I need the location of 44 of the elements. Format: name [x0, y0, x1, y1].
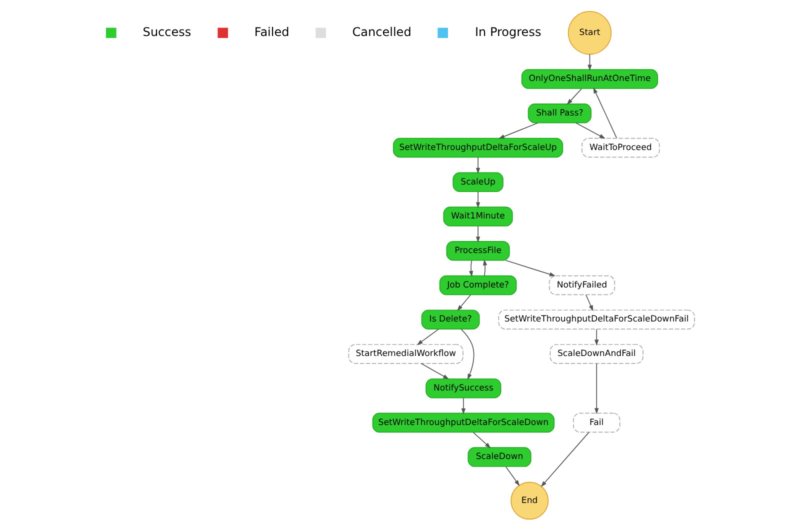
arrow — [475, 191, 480, 208]
node-box: Fail — [572, 412, 620, 433]
node-box: NotifyFailed — [548, 275, 615, 296]
legend-label: In Progress — [474, 25, 541, 40]
node-circle: Start — [567, 10, 612, 55]
arrow — [504, 466, 520, 486]
arrow — [587, 54, 592, 71]
node-box: Shall Pass? — [527, 104, 591, 124]
arrow — [460, 398, 466, 414]
legend-label: Failed — [254, 25, 289, 40]
arrow — [585, 294, 593, 312]
arrow — [472, 432, 490, 448]
arrow — [420, 363, 449, 380]
arrow — [482, 259, 487, 276]
arrow — [504, 260, 556, 276]
arrow — [575, 122, 605, 139]
arrow — [475, 157, 480, 174]
node-box: SetWriteThroughputDeltaForScaleDownFail — [498, 310, 694, 330]
node-box: SetWriteThroughputDeltaForScaleUp — [392, 138, 563, 158]
arrow — [475, 226, 480, 243]
arrow — [498, 122, 538, 139]
node-box: Is Delete? — [420, 310, 480, 330]
node-box: ProcessFile — [446, 240, 510, 261]
arrow — [594, 328, 598, 346]
node-box: ScaleDownAndFail — [549, 344, 643, 364]
node-box: WaitToProceed — [581, 138, 660, 158]
node-box: StartRemedialWorkflow — [348, 344, 463, 364]
node-box: ScaleUp — [452, 172, 503, 192]
arrow — [416, 328, 438, 346]
node-box: Job Complete? — [438, 275, 516, 296]
node-box: NotifySuccess — [425, 378, 501, 398]
legend-label: Cancelled — [352, 25, 411, 40]
arrow — [566, 88, 582, 105]
arrow — [592, 87, 617, 138]
arrow — [594, 363, 598, 414]
node-box: Wait1Minute — [442, 206, 512, 226]
node-box: OnlyOneShallRunAtOneTime — [520, 69, 658, 89]
arrow — [456, 294, 470, 312]
arrow — [460, 328, 474, 380]
node-box: SetWriteThroughputDeltaForScaleDown — [372, 412, 554, 433]
legend-label: Success — [142, 25, 191, 40]
node-box: ScaleDown — [467, 447, 531, 467]
arrow — [540, 432, 589, 488]
arrow — [468, 260, 473, 277]
